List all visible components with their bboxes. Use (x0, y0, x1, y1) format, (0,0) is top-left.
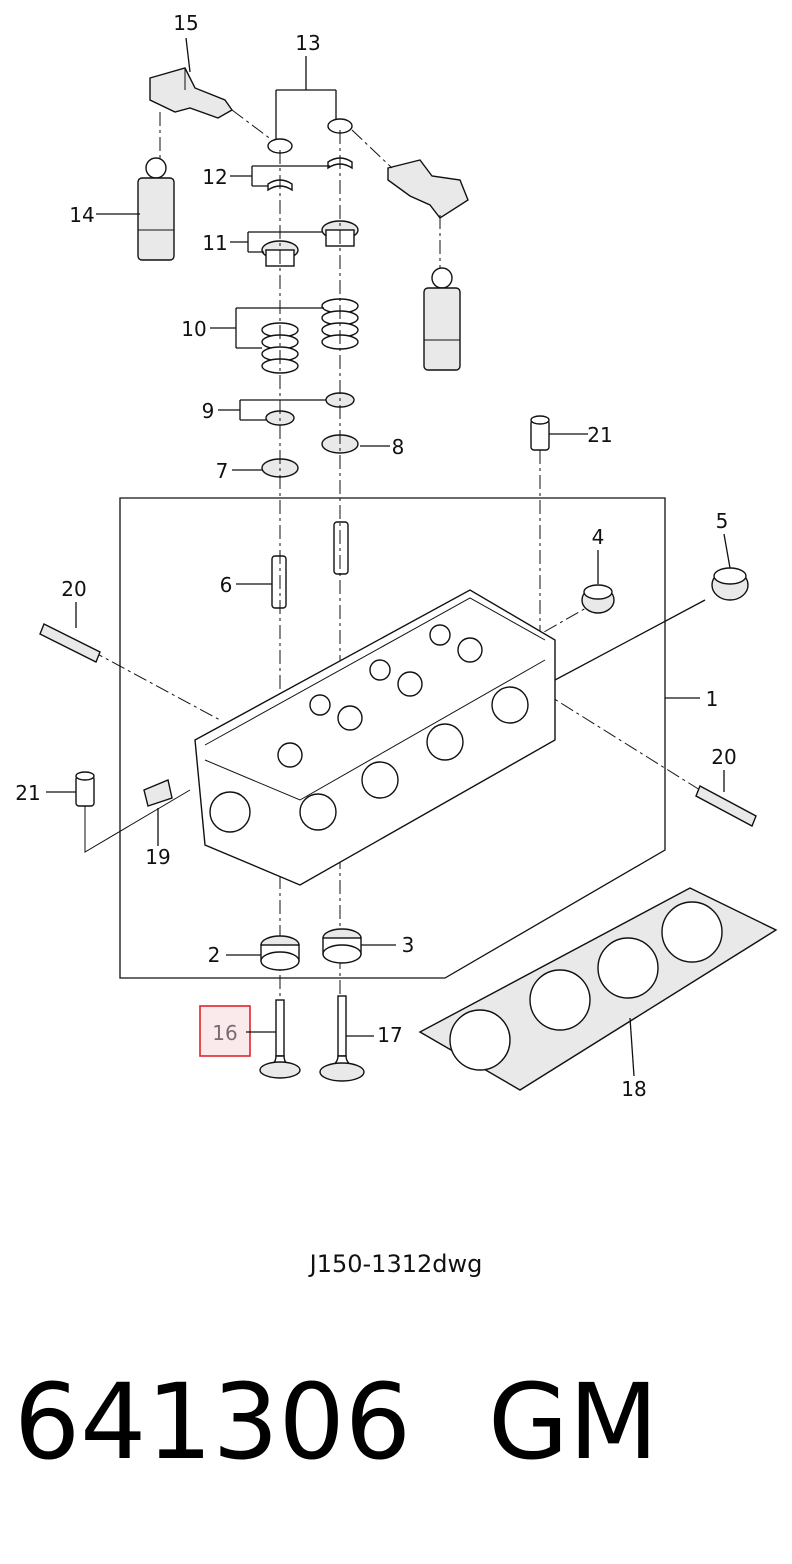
callout-1: 1 (706, 687, 719, 711)
leader-lines (46, 37, 731, 1077)
dowel-pin-upper (530, 415, 550, 451)
rocker-arm-left (149, 67, 234, 119)
callout-12: 12 (202, 165, 227, 189)
callout-10: 10 (181, 317, 206, 341)
callout-15: 15 (173, 11, 198, 35)
callout-19: 19 (145, 845, 170, 869)
callout-9: 9 (202, 399, 215, 423)
stud-bolt-left (39, 623, 101, 663)
callout-14: 14 (69, 203, 94, 227)
callout-3: 3 (402, 933, 415, 957)
callout-21-lower: 21 (15, 781, 40, 805)
callout-6: 6 (220, 573, 233, 597)
cylinder-head-outline-box (119, 497, 666, 979)
drawing-code: J150-1312dwg (309, 1250, 483, 1278)
valve-keepers (267, 118, 353, 192)
brand-label: GM (488, 1361, 659, 1483)
core-plug-5 (711, 567, 749, 601)
callout-20-left: 20 (61, 577, 86, 601)
cylinder-head-gasket (418, 887, 778, 1091)
dowel-pin-lower (75, 771, 191, 853)
rocker-arm-right (387, 159, 469, 219)
intake-valve-16 (259, 999, 301, 1079)
highlight-box-16 (199, 1005, 251, 1057)
cylinder-head (194, 589, 556, 886)
part-number: 641306 (14, 1361, 412, 1483)
valve-springs (261, 298, 359, 374)
callout-8: 8 (392, 435, 405, 459)
stud-bolt-right (695, 785, 757, 827)
callout-20-right: 20 (711, 745, 736, 769)
callout-2: 2 (208, 943, 221, 967)
hydraulic-lifter-right (423, 267, 461, 371)
callout-18: 18 (621, 1077, 646, 1101)
assembly-axis-lines (89, 109, 701, 1000)
callout-16: 16 (212, 1021, 237, 1045)
valve-guides (271, 521, 349, 609)
callout-13: 13 (295, 31, 320, 55)
callout-17: 17 (377, 1023, 402, 1047)
exhaust-valve-17 (319, 995, 365, 1082)
valve-spring-seats (261, 392, 359, 478)
core-plug-4 (581, 584, 615, 614)
callout-7: 7 (216, 459, 229, 483)
callout-4: 4 (592, 525, 605, 549)
threaded-plug-19 (143, 779, 173, 807)
valve-retainers (261, 220, 359, 267)
callout-21-upper: 21 (587, 423, 612, 447)
hydraulic-lifter-left (137, 157, 175, 261)
valve-seat-insert-2 (260, 935, 300, 971)
valve-seat-insert-3 (322, 928, 362, 964)
callout-5: 5 (716, 509, 729, 533)
callout-11: 11 (202, 231, 227, 255)
